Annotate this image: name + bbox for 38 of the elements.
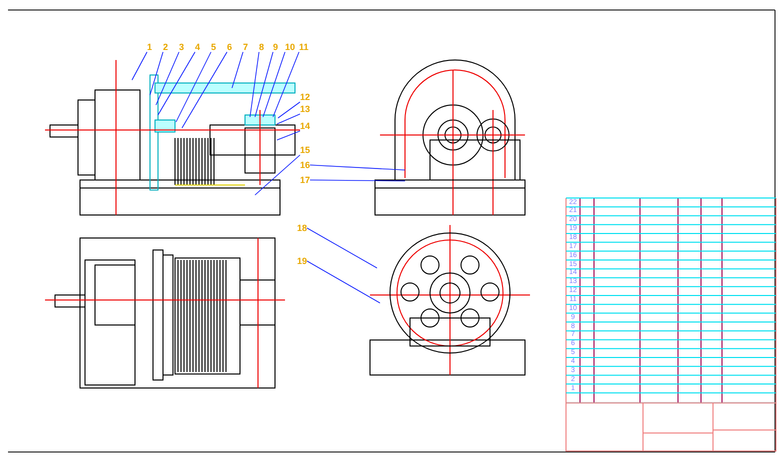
- callout-number: 12: [300, 92, 310, 102]
- leader-line: [306, 228, 378, 268]
- leader-line: [254, 154, 300, 196]
- callout-number: 9: [273, 42, 278, 52]
- leader-line: [232, 52, 244, 88]
- callout-number: 8: [259, 42, 264, 52]
- callout-number: 4: [195, 42, 200, 52]
- callout-number: 14: [300, 121, 310, 131]
- callout-number: 5: [211, 42, 216, 52]
- leader-line: [310, 180, 406, 182]
- leader-line: [254, 52, 274, 118]
- callout-number: 3: [179, 42, 184, 52]
- leader-line: [272, 52, 300, 118]
- leader-line: [276, 130, 300, 140]
- callout-number: 10: [285, 42, 296, 52]
- leader-line: [182, 52, 228, 128]
- callout-number: 2: [163, 42, 168, 52]
- leader-line: [278, 102, 300, 118]
- callout-number: 18: [297, 223, 308, 233]
- callout-number: 7: [243, 42, 248, 52]
- callout-number: 16: [300, 160, 310, 170]
- callout-number: 15: [300, 145, 310, 155]
- callout-number: 19: [297, 256, 308, 266]
- leader-line: [276, 114, 300, 124]
- callout-number: 13: [300, 104, 310, 114]
- callout-number: 6: [227, 42, 232, 52]
- leader-line: [262, 52, 286, 118]
- leader-line: [176, 52, 212, 122]
- leader-line: [150, 52, 164, 96]
- callout-number: 11: [299, 42, 309, 52]
- leader-line: [310, 164, 406, 170]
- leader-line: [250, 52, 260, 118]
- leader-line: [156, 52, 180, 106]
- leader-line: [132, 52, 148, 80]
- leader-line: [306, 260, 380, 304]
- leader-line: [158, 52, 196, 116]
- callout-number: 1: [147, 42, 152, 52]
- callout-number: 17: [300, 175, 310, 185]
